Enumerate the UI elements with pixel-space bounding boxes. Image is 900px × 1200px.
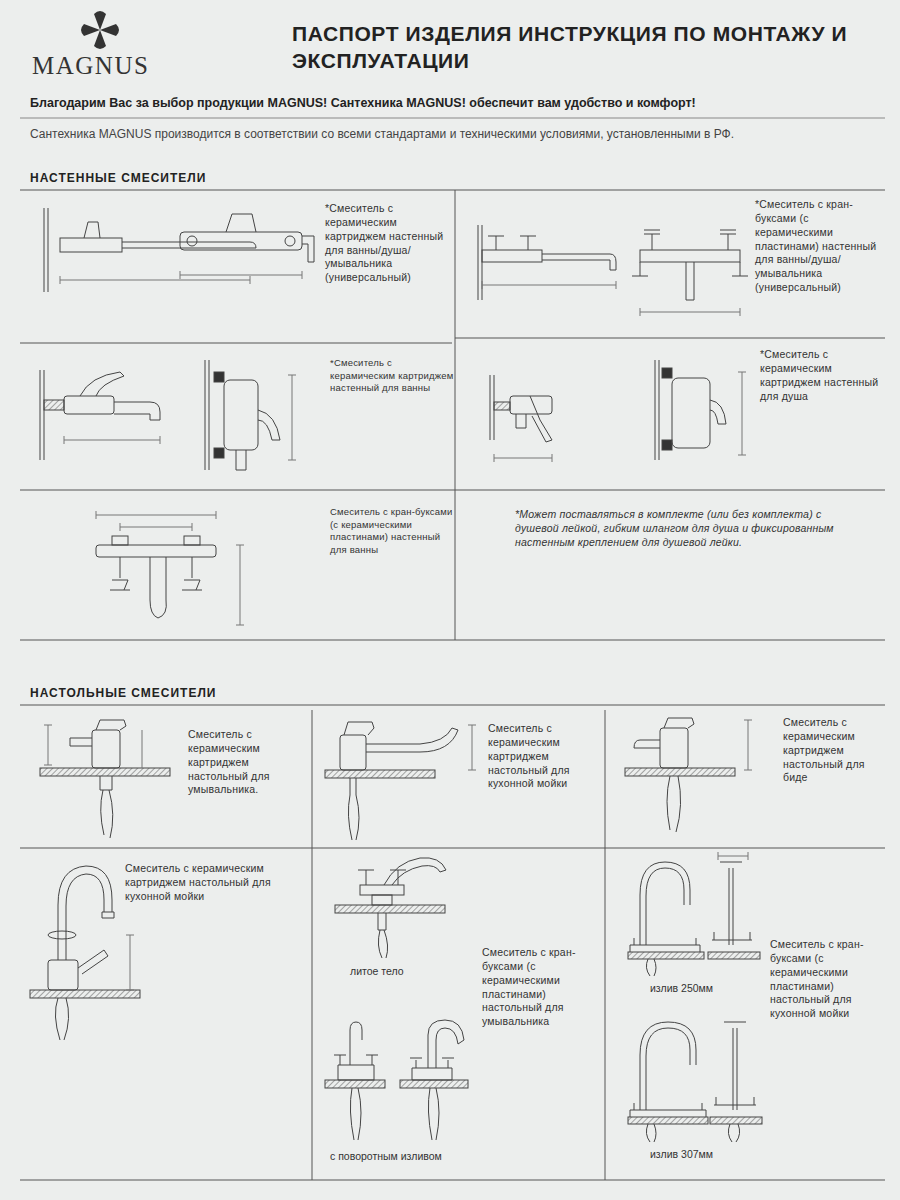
label-holder: с поворотным изливом <box>330 1150 442 1164</box>
cell-description: *Смеситель с керамическим картриджем нас… <box>760 348 880 403</box>
intro-line: Сантехника MAGNUS производится в соответ… <box>30 127 734 143</box>
product-cell: Смеситель с кран-буксами (с керамическим… <box>605 848 885 1180</box>
section-heading: НАСТОЛЬНЫЕ СМЕСИТЕЛИ <box>30 686 216 702</box>
product-cell: Смеситель с кран-буксами (с керамическим… <box>312 848 605 1180</box>
variant-label: литое тело <box>350 965 404 979</box>
product-cell: *Смеситель с керамическим картриджем нас… <box>455 338 885 490</box>
document-title: ПАСПОРТ ИЗДЕЛИЯ ИНСТРУКЦИЯ ПО МОНТАЖУ И … <box>292 20 888 75</box>
table-grid <box>20 118 885 1180</box>
brand-name: MAGNUS <box>32 52 149 80</box>
faucet-drawings <box>30 208 762 1142</box>
variant-label: излив 250мм <box>650 982 713 996</box>
title-holder: ПАСПОРТ ИЗДЕЛИЯ ИНСТРУКЦИЯ ПО МОНТАЖУ И … <box>292 20 888 75</box>
cell-description: *Может поставляться в комплекте (или без… <box>515 508 845 550</box>
product-cell: Смеситель с керамическим картриджем наст… <box>20 712 312 848</box>
product-cell: *Смеситель с керамическим картриджем нас… <box>20 343 455 490</box>
label-holder: MAGNUS <box>32 52 149 80</box>
label-holder: Сантехника MAGNUS производится в соответ… <box>30 127 734 143</box>
section-heading: НАСТЕННЫЕ СМЕСИТЕЛИ <box>30 171 206 187</box>
product-cell: Смеситель с керамическим картриджем наст… <box>605 712 885 848</box>
label-holder: излив 250мм <box>650 982 713 996</box>
product-cell: Смеситель с керамическим картриджем наст… <box>20 848 312 1180</box>
product-cell: *Может поставляться в комплекте (или без… <box>455 490 885 640</box>
label-holder: НАСТОЛЬНЫЕ СМЕСИТЕЛИ <box>30 686 216 702</box>
cell-description: Смеситель с керамическим картриджем наст… <box>188 728 308 797</box>
label-holder: излив 307мм <box>650 1148 713 1162</box>
label-holder: НАСТЕННЫЕ СМЕСИТЕЛИ <box>30 171 206 187</box>
cell-description: *Смеситель с кран-буксами (с керамически… <box>755 198 880 295</box>
cell-description: Смеситель с кран-буксами (с керамическим… <box>482 946 597 1029</box>
variant-label: с поворотным изливом <box>330 1150 442 1164</box>
product-cell: Смеситель с керамическим картриджем наст… <box>312 712 605 848</box>
product-cell: *Смеситель с кран-буксами (с керамически… <box>455 190 885 338</box>
intro-line: Благодарим Вас за выбор продукции MAGNUS… <box>30 95 696 111</box>
cell-description: Смеситель с керамическим картриджем наст… <box>488 722 600 791</box>
cell-description: Смеситель с кран-буксами (с керамическим… <box>330 506 455 556</box>
logo-mark <box>81 11 119 49</box>
product-cell: *Смеситель с керамическим картриджем нас… <box>20 190 455 343</box>
cell-description: Смеситель с керамическим картриджем наст… <box>783 716 881 785</box>
cell-description: *Смеситель с керамическим картриджем нас… <box>325 202 453 285</box>
label-holder: Благодарим Вас за выбор продукции MAGNUS… <box>30 95 696 111</box>
variant-label: излив 307мм <box>650 1148 713 1162</box>
label-holder: литое тело <box>350 965 404 979</box>
cell-description: Смеситель с кран-буксами (с керамическим… <box>770 938 880 1021</box>
cell-description: *Смеситель с керамическим картриджем нас… <box>330 357 455 395</box>
product-cell: Смеситель с кран-буксами (с керамическим… <box>20 490 455 640</box>
cell-description: Смеситель с керамическим картриджем наст… <box>125 862 305 904</box>
